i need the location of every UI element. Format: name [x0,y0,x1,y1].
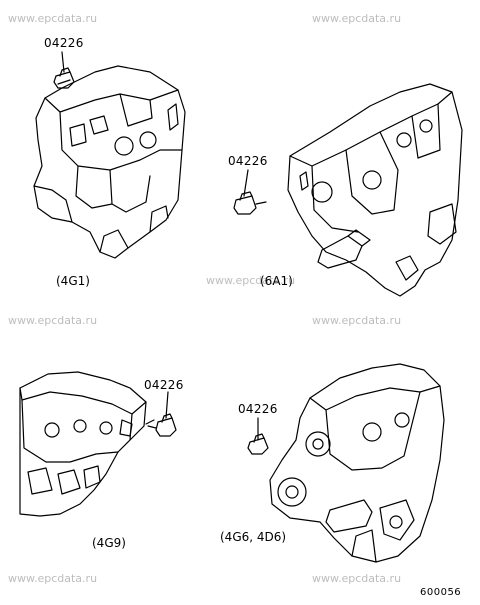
part-04226-icon-4g9 [147,391,177,437]
watermark-3: www.epcdata.ru [206,274,296,287]
engine-label-4g6-4d6: (4G6, 4D6) [220,530,287,544]
engine-block-4g1 [33,65,186,259]
part-04226-icon-4g1 [53,51,75,89]
watermark-4: www.epcdata.ru [8,314,98,327]
watermark-1: www.epcdata.ru [8,12,98,25]
part-04226-icon-4g6-4d6 [247,417,269,455]
engine-label-4g9: (4G9) [92,536,126,550]
engine-block-6a1 [287,83,463,297]
engine-label-6a1: (6A1) [260,274,293,288]
engine-label-4g1: (4G1) [56,274,90,288]
watermark-5: www.epcdata.ru [312,314,402,327]
part-number-label-4g6-4d6: 04226 [238,402,278,416]
watermark-6: www.epcdata.ru [8,572,98,585]
engine-block-4g6-4d6 [269,363,445,563]
figure-number: 600056 [420,587,462,598]
engine-block-4g9 [19,371,155,517]
watermark-7: www.epcdata.ru [312,572,402,585]
part-number-label-4g9: 04226 [144,378,184,392]
part-number-label-4g1: 04226 [44,36,84,50]
part-04226-icon-6a1 [233,169,267,215]
watermark-2: www.epcdata.ru [312,12,402,25]
part-number-label-6a1: 04226 [228,154,268,168]
